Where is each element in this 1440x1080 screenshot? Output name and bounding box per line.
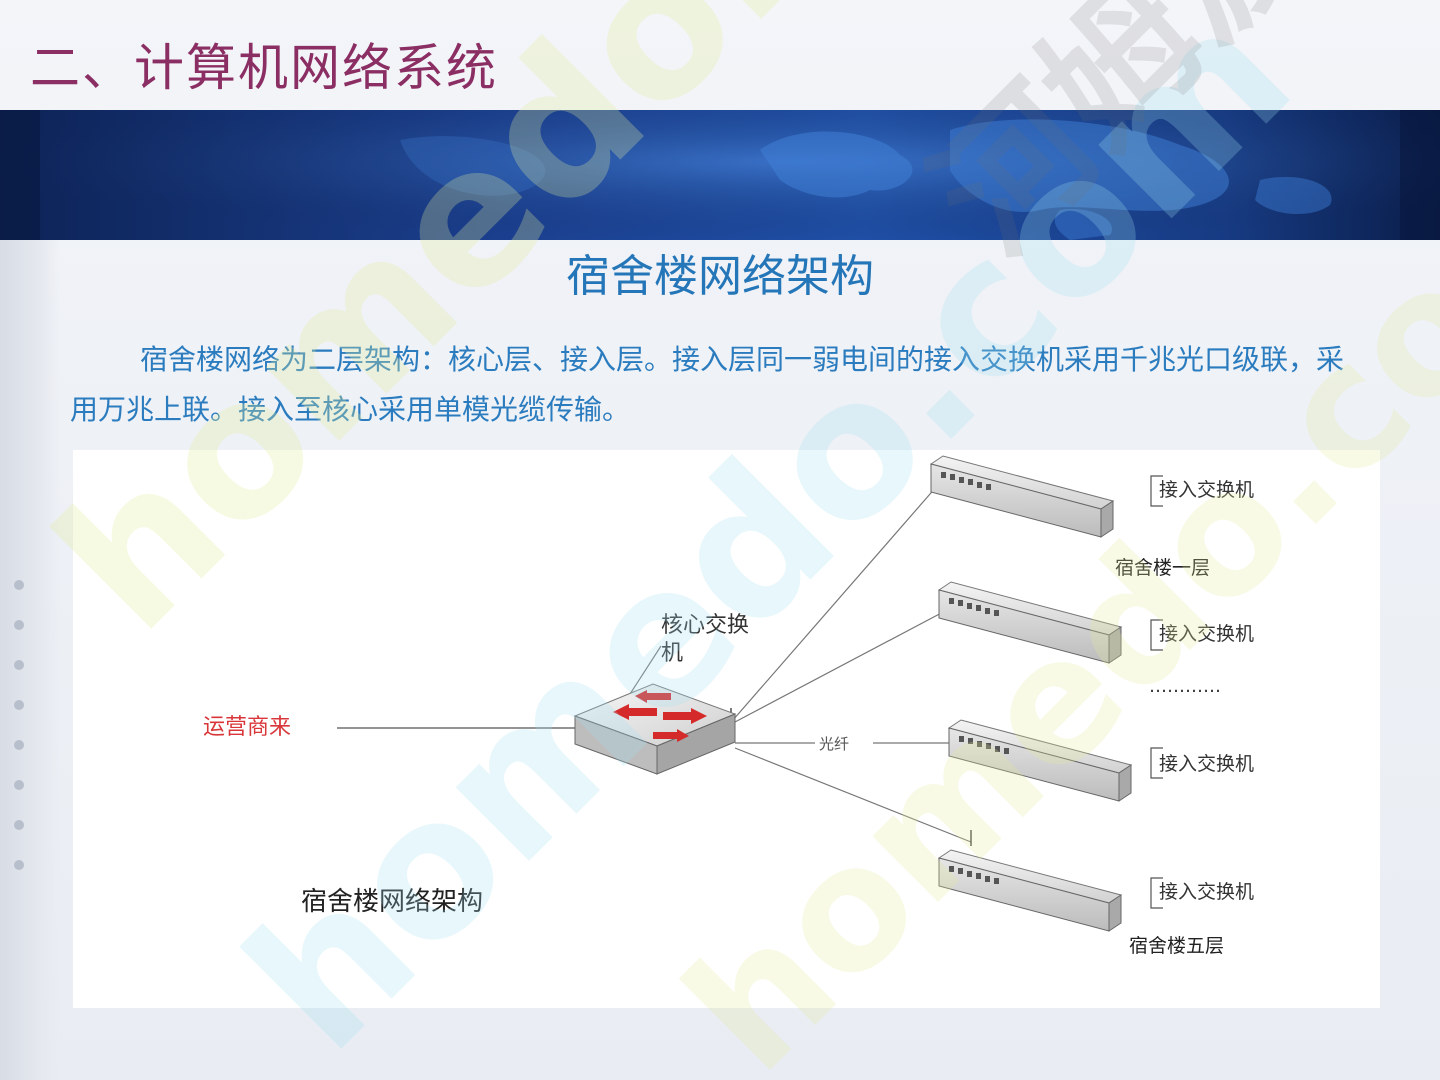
label-bracket — [1150, 747, 1163, 779]
access-switch-label: 接入交换机 — [1159, 623, 1254, 645]
left-decor-strip — [0, 240, 60, 1080]
description-paragraph: 宿舍楼网络为二层架构：核心层、接入层。接入层同一弱电间的接入交换机采用千兆光口级… — [70, 343, 1345, 426]
access-switch-2 — [938, 581, 1122, 664]
decor-dot — [14, 620, 24, 630]
decor-dot — [14, 580, 24, 590]
access-switch-3 — [948, 719, 1132, 802]
uplink-floor2 — [734, 609, 948, 723]
network-diagram-svg: 核心交换 机 运营商来 光纤 宿舍楼网络架构 ………… 接入交换机 宿舍楼一层 … — [203, 455, 1254, 957]
label-bracket — [1150, 475, 1163, 507]
network-diagram: 核心交换 机 运营商来 光纤 宿舍楼网络架构 ………… 接入交换机 宿舍楼一层 … — [73, 450, 1380, 1008]
diagram-subtitle: 宿舍楼网络架构 — [566, 251, 874, 302]
world-map-graphic — [0, 110, 1440, 240]
diagram-caption: 宿舍楼网络架构 — [301, 887, 483, 917]
isp-label: 运营商来 — [203, 715, 291, 740]
core-switch-arrows-icon — [613, 690, 707, 742]
decor-dot — [14, 820, 24, 830]
label-bracket — [1150, 619, 1163, 651]
label-bracket — [1150, 877, 1163, 909]
access-switch-label: 接入交换机 — [1159, 881, 1254, 903]
slide-title: 二、计算机网络系统 — [30, 39, 498, 97]
floor-label: 宿舍楼五层 — [1129, 935, 1224, 957]
decor-dot — [14, 780, 24, 790]
access-switch-1 — [930, 455, 1114, 538]
decor-dot — [14, 660, 24, 670]
fiber-label: 光纤 — [819, 735, 849, 753]
access-switch-label: 接入交换机 — [1159, 753, 1254, 775]
uplink-floor5 — [734, 747, 972, 843]
uplink-floor1 — [732, 485, 938, 721]
core-switch — [573, 683, 737, 775]
decor-dot — [14, 860, 24, 870]
core-switch-label-line1: 核心交换 — [661, 613, 749, 638]
decor-dot — [14, 700, 24, 710]
floors-ellipsis: ………… — [1149, 676, 1221, 697]
access-switch-4 — [938, 849, 1122, 932]
world-map-banner — [0, 110, 1440, 240]
access-switch-label: 接入交换机 — [1159, 479, 1254, 501]
floor-label: 宿舍楼一层 — [1115, 557, 1210, 579]
core-switch-label-line2: 机 — [661, 641, 683, 666]
decor-dot — [14, 740, 24, 750]
